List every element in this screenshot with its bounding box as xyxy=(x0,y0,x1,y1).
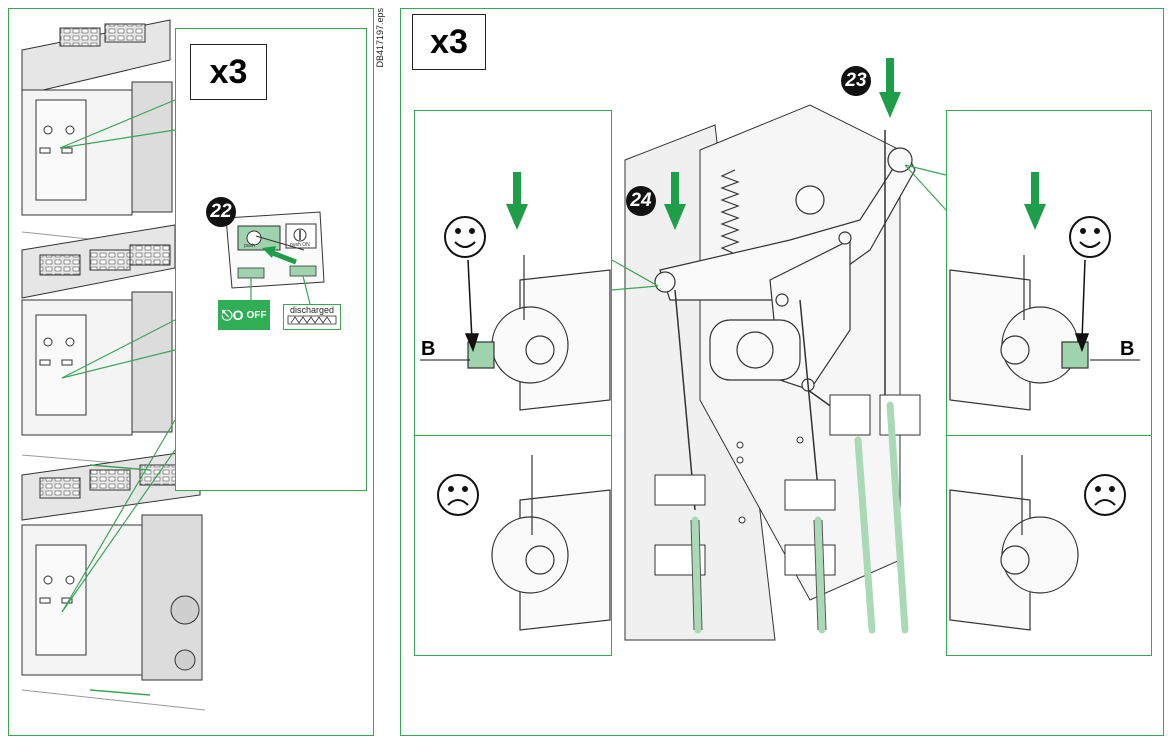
label-b-left: B xyxy=(421,338,436,360)
happy-face-icon xyxy=(444,216,1111,258)
discharged-label: discharged xyxy=(289,305,335,315)
step-22-badge: 22 xyxy=(206,197,236,227)
push-on-label: push ON xyxy=(290,242,310,248)
off-label: OFF xyxy=(246,309,267,321)
left-multiplier-badge: x3 xyxy=(190,44,267,100)
off-indicator: ⎋O OFF xyxy=(218,300,270,330)
right-multiplier-badge: x3 xyxy=(412,14,486,70)
discharged-indicator: discharged xyxy=(283,304,341,330)
sad-face-icon xyxy=(437,474,1126,516)
off-symbol-icon: ⎋O xyxy=(221,306,244,323)
spring-discharged-icon xyxy=(287,315,337,325)
step-23-badge: 23 xyxy=(841,66,871,96)
label-b-right: B xyxy=(1120,338,1135,360)
step-24-badge: 24 xyxy=(626,186,656,216)
push-label: push xyxy=(244,243,255,249)
